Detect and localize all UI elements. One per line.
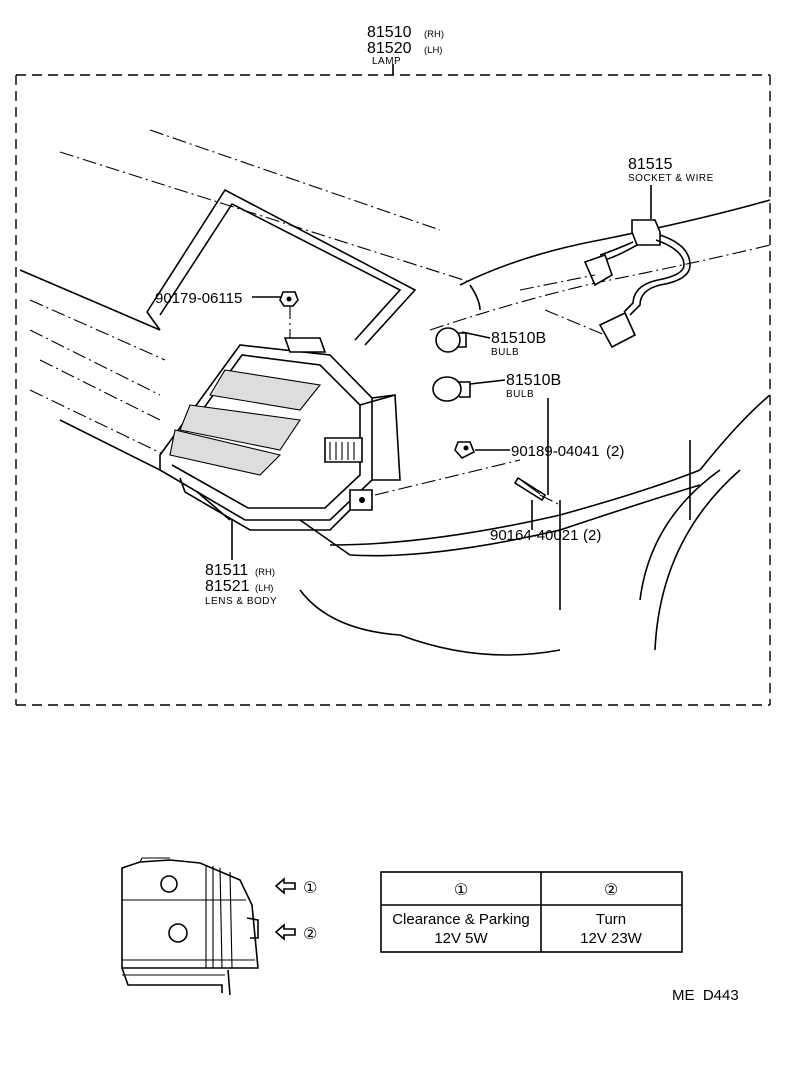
callout-arrow-1: ① [274,877,317,897]
lamp-lh-number: 81520 [367,40,412,57]
bulb-upper-label: 81510B BULB [491,330,546,358]
bulb-lower-number: 81510B [506,372,561,389]
table-col2-header: ② [604,882,618,899]
lamp-rh-side: (RH) [424,29,444,40]
lens-body-label: 81511 (RH) 81521 (LH) LENS & BODY [205,562,277,607]
clip-label: 90189-04041 (2) [511,443,624,460]
lens-body-rh-number: 81511 [205,562,248,579]
bulb-upper-name: BULB [491,347,519,358]
lamp-mount-frame [146,188,417,346]
lamp-label: 81510 (RH) 81520 (LH) LAMP [367,24,444,67]
bulb-upper-number: 81510B [491,330,546,347]
lamp-name: LAMP [372,56,401,67]
lamp-lh-side: (LH) [424,45,442,56]
bulb-lower-name: BULB [506,389,534,400]
nut-number: 90179-06115 [155,290,242,307]
assembly-frame [15,64,771,706]
lens-body-name: LENS & BODY [205,596,277,607]
callout-2-marker: ② [303,926,317,943]
nut-part [252,291,299,307]
lens-body-rh-side: (RH) [255,567,275,578]
bulb-upper-part [435,327,491,353]
lens-body-lh-number: 81521 [205,578,250,595]
bulb-lower-label: 81510B BULB [506,372,561,400]
socket-wire-number: 81515 [628,156,673,173]
lens-body-lh-side: (LH) [255,583,273,594]
vehicle-body-outline [19,129,771,656]
table-col2-function: Turn [596,911,626,928]
clip-qty: (2) [606,443,624,460]
screw-qty: (2) [583,527,601,544]
clip-part [374,441,521,496]
socket-wire-label: 81515 SOCKET & WIRE [628,156,714,184]
socket-and-wire-part [519,185,691,349]
callout-1-marker: ① [303,880,317,897]
table-col1-header: ① [454,882,468,899]
bulb-lower-part [432,376,506,402]
table-col1-function: Clearance & Parking [392,911,530,928]
lamp-assembly [159,305,401,531]
bulb-position-sketch [121,857,259,996]
table-col2-rating: 12V 23W [580,930,643,947]
table-col1-rating: 12V 5W [434,930,488,947]
socket-wire-name: SOCKET & WIRE [628,173,714,184]
bulb-spec-table: ① ② Clearance & Parking 12V 5W Turn 12V … [380,871,683,953]
screw-number: 90164-40021 [490,527,578,544]
callout-arrow-2: ② [274,923,317,943]
diagram-reference-code: ME D443 [672,987,739,1004]
screw-part [513,476,561,530]
clip-number: 90189-04041 [511,443,599,460]
lamp-rh-number: 81510 [367,24,412,41]
screw-label: 90164-40021 (2) [490,527,601,544]
